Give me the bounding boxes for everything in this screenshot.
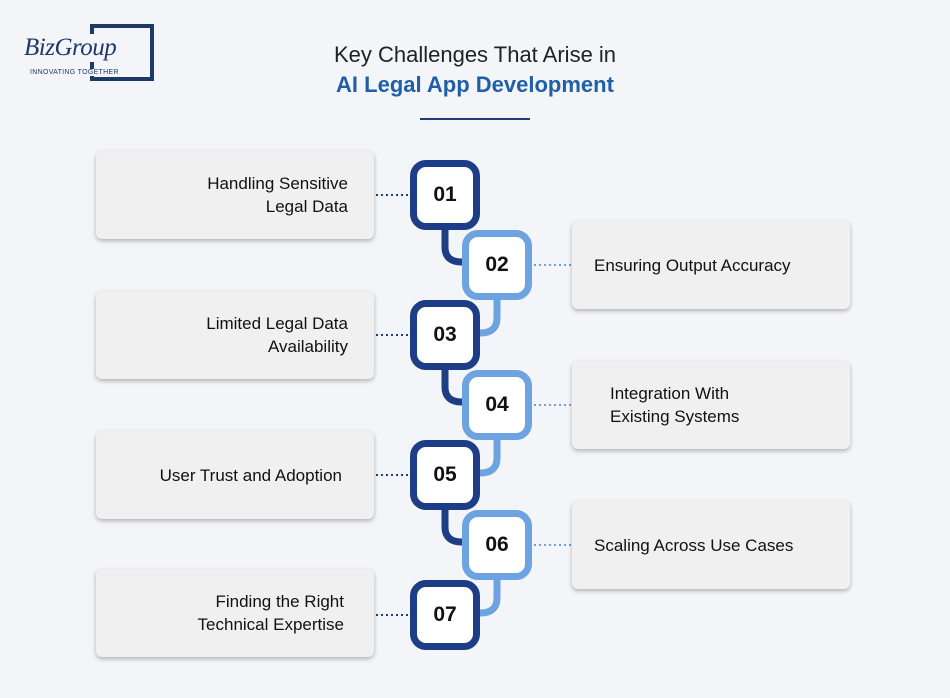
curve-04-05 <box>476 436 501 477</box>
title-line-2: AI Legal App Development <box>336 72 614 97</box>
challenge-card-03: Limited Legal Data Availability <box>96 291 374 379</box>
step-badge-03: 03 <box>410 300 480 370</box>
challenge-card-07: Finding the Right Technical Expertise <box>96 569 374 657</box>
logo-wordmark: BizGroup <box>24 34 119 62</box>
challenge-card-01: Handling Sensitive Legal Data <box>96 151 374 239</box>
challenge-label-01: Handling Sensitive Legal Data <box>207 174 348 216</box>
challenge-card-04: Integration With Existing Systems <box>572 361 850 449</box>
title-line-1: Key Challenges That Arise in <box>333 42 617 67</box>
title-underline <box>420 118 530 120</box>
challenge-label-04: Integration With Existing Systems <box>610 384 740 426</box>
challenge-card-02: Ensuring Output Accuracy <box>572 221 850 309</box>
page-title: Key Challenges That Arise in AI Legal Ap… <box>0 40 950 100</box>
challenge-label-07: Finding the Right Technical Expertise <box>197 592 344 634</box>
challenge-label-06: Scaling Across Use Cases <box>594 535 794 555</box>
curve-01-02 <box>441 226 466 266</box>
curve-02-03 <box>476 296 501 337</box>
challenge-card-06: Scaling Across Use Cases <box>572 501 850 589</box>
challenge-card-05: User Trust and Adoption <box>96 431 374 519</box>
company-logo: BizGroup INNOVATING TOGETHER <box>22 24 162 84</box>
challenge-label-02: Ensuring Output Accuracy <box>594 255 791 275</box>
challenge-label-03: Limited Legal Data Availability <box>206 314 348 356</box>
step-badge-07: 07 <box>410 580 480 650</box>
step-badge-06: 06 <box>462 510 532 580</box>
curve-06-07 <box>476 576 501 617</box>
challenge-label-05: User Trust and Adoption <box>159 465 342 485</box>
curve-05-06 <box>441 506 466 546</box>
step-badge-02: 02 <box>462 230 532 300</box>
step-badge-01: 01 <box>410 160 480 230</box>
logo-tagline: INNOVATING TOGETHER <box>30 69 121 76</box>
step-badge-04: 04 <box>462 370 532 440</box>
step-badge-05: 05 <box>410 440 480 510</box>
curve-03-04 <box>441 366 466 406</box>
